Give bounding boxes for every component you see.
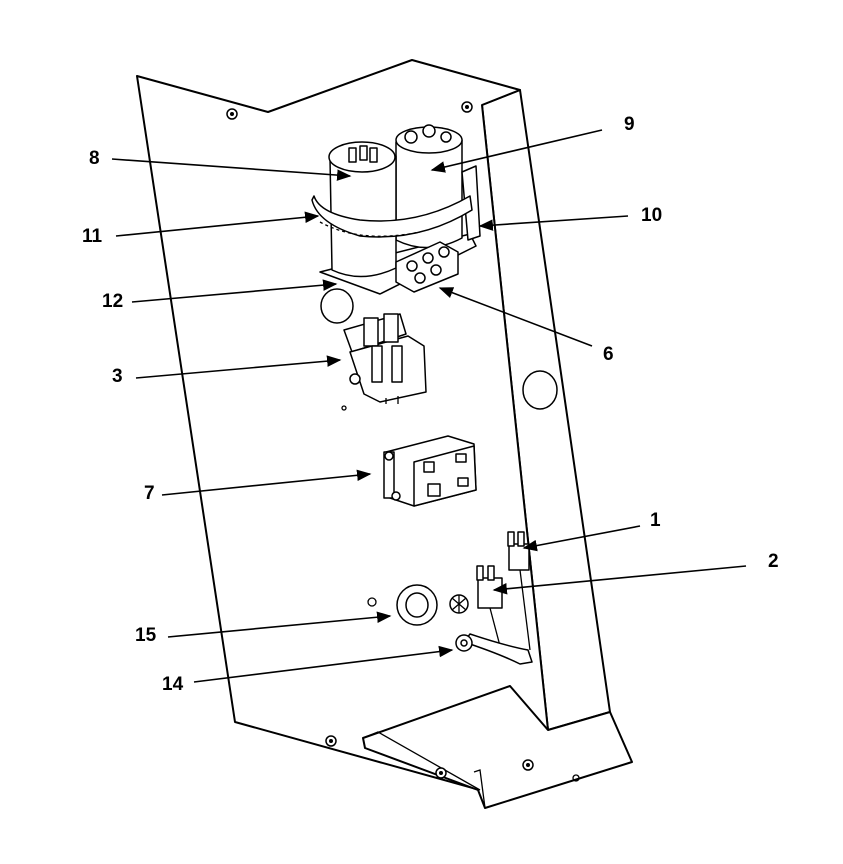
grommet-15: [396, 584, 438, 626]
leader-line-8: [111, 158, 352, 181]
callout-11: 11: [82, 226, 103, 247]
mounting-screw: [461, 101, 473, 113]
small-hole: [367, 597, 377, 607]
front-knockout-hole: [320, 288, 354, 324]
leader-line-7: [161, 469, 372, 496]
callout-12: 12: [102, 291, 123, 312]
tray-hole: [572, 774, 580, 782]
callout-8: 8: [89, 148, 100, 169]
start-capacitor-8: [328, 141, 397, 278]
leader-line-14: [193, 645, 454, 683]
leader-line-12: [131, 279, 338, 303]
terminal-block-6: [395, 241, 459, 293]
callout-1: 1: [650, 510, 661, 531]
callout-6: 6: [603, 344, 614, 365]
callout-2: 2: [768, 551, 779, 572]
small-hole: [341, 405, 347, 411]
callout-15: 15: [135, 625, 157, 646]
callout-10: 10: [641, 205, 662, 226]
mounting-screw: [435, 767, 447, 779]
capacitor-assembly: [311, 124, 481, 295]
leader-line-3: [135, 355, 342, 379]
leader-line-2: [492, 565, 747, 595]
side-knockout-hole: [522, 370, 558, 410]
leader-line-1: [522, 525, 641, 552]
capacitor-strap-11: [311, 195, 473, 238]
leader-line-10: [478, 215, 629, 231]
callout-9: 9: [624, 114, 635, 135]
contactor-3: [343, 313, 427, 404]
callout-3: 3: [112, 366, 123, 387]
relay-7: [383, 435, 477, 507]
callout-14: 14: [162, 674, 184, 695]
callout-labels: 8 9 10 11 12 6 3 7 1 2 15 14: [82, 114, 779, 695]
sensing-tube: [463, 633, 533, 665]
leader-line-11: [115, 211, 320, 237]
panel-bottom-tray: [362, 685, 633, 809]
leader-line-9: [430, 129, 603, 173]
mounting-screw: [226, 108, 238, 120]
leader-line-15: [167, 611, 392, 638]
mounting-screw: [522, 759, 534, 771]
callout-7: 7: [144, 483, 155, 504]
cable-clamp: [449, 594, 469, 614]
mounting-screw: [325, 735, 337, 747]
leader-lines: [111, 129, 747, 683]
grommet-14: [455, 634, 473, 652]
leader-line-6: [438, 287, 593, 347]
